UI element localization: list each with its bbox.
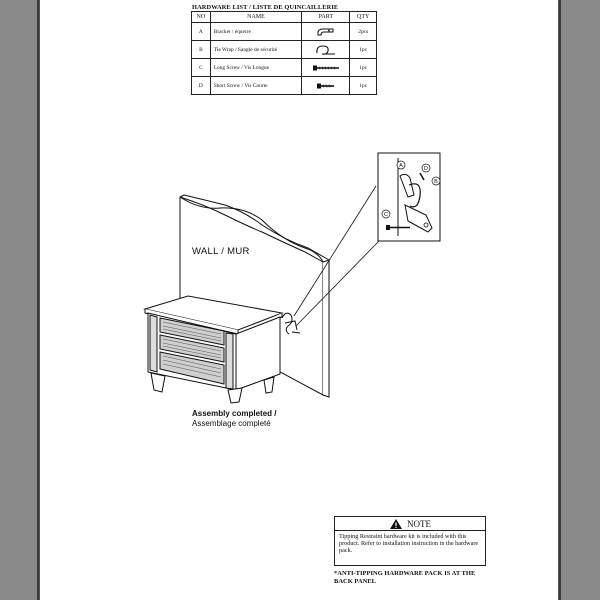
caption-french: Assemblage completé bbox=[192, 419, 271, 428]
row-name: Long Screw / Vis Longue bbox=[209, 58, 303, 77]
header-no: NO bbox=[191, 11, 211, 23]
wall-bracket-detail bbox=[281, 312, 301, 335]
label-a: A bbox=[399, 163, 403, 169]
row-name: Short Screw / Vis Courte bbox=[209, 76, 303, 95]
label-d: D bbox=[424, 166, 428, 172]
table-row: B Tie Wrap / Sangle de sécurité 1pc bbox=[191, 40, 377, 59]
table-row: C Long Screw / Vis Longue 1pc bbox=[191, 58, 377, 77]
table-row: A Bracket / équerre 2pcs bbox=[191, 22, 377, 41]
caption-english: Assembly completed / bbox=[192, 409, 277, 418]
page-edge-left bbox=[37, 0, 40, 600]
page-edge-right bbox=[558, 0, 561, 600]
label-c: C bbox=[384, 212, 388, 218]
label-b: B bbox=[434, 179, 438, 185]
nightstand-drawing bbox=[143, 295, 284, 404]
row-no: D bbox=[191, 76, 211, 95]
wall-label: WALL / MUR bbox=[192, 246, 250, 257]
hardware-list-title: HARDWARE LIST / LISTE DE QUINCAILLERIE bbox=[192, 4, 339, 11]
row-no: A bbox=[191, 22, 211, 41]
row-qty: 2pcs bbox=[349, 22, 377, 41]
hardware-header-row: NO NAME PART QTY bbox=[191, 11, 377, 23]
row-name: Bracket / équerre bbox=[209, 22, 303, 41]
row-qty: 1pc bbox=[349, 40, 377, 59]
bracket-icon bbox=[301, 22, 351, 41]
detail-inset: A D B C bbox=[377, 152, 441, 242]
row-name: Tie Wrap / Sangle de sécurité bbox=[209, 40, 303, 59]
header-qty: QTY bbox=[349, 11, 377, 23]
short-screw-icon bbox=[301, 76, 351, 95]
note-box: NOTE Tipping Restraint hardware kit is i… bbox=[334, 516, 486, 566]
assembly-illustration: A D B C bbox=[143, 152, 441, 404]
tie-wrap-icon bbox=[301, 40, 351, 59]
wall-panel bbox=[179, 194, 330, 398]
header-name: NAME bbox=[209, 11, 303, 23]
hardware-table: NO NAME PART QTY A Bracket / équerre 2pc… bbox=[191, 11, 377, 95]
note-body: Tipping Restraint hardware kit is includ… bbox=[339, 533, 479, 555]
row-no: B bbox=[191, 40, 211, 59]
long-screw-icon bbox=[301, 58, 351, 77]
assembly-caption: Assembly completed / Assemblage completé bbox=[192, 409, 312, 429]
note-header: NOTE bbox=[335, 517, 485, 531]
leader-lines bbox=[293, 185, 381, 327]
table-row: D Short Screw / Vis Courte 1pc bbox=[191, 76, 377, 95]
warning-icon bbox=[390, 518, 402, 529]
row-no: C bbox=[191, 58, 211, 77]
row-qty: 1pc bbox=[349, 76, 377, 95]
row-qty: 1pc bbox=[349, 58, 377, 77]
anti-tipping-note: *ANTI-TIPPING HARDWARE PACK IS AT THE BA… bbox=[334, 570, 476, 585]
header-part: PART bbox=[301, 11, 351, 23]
note-heading: NOTE bbox=[407, 518, 431, 529]
